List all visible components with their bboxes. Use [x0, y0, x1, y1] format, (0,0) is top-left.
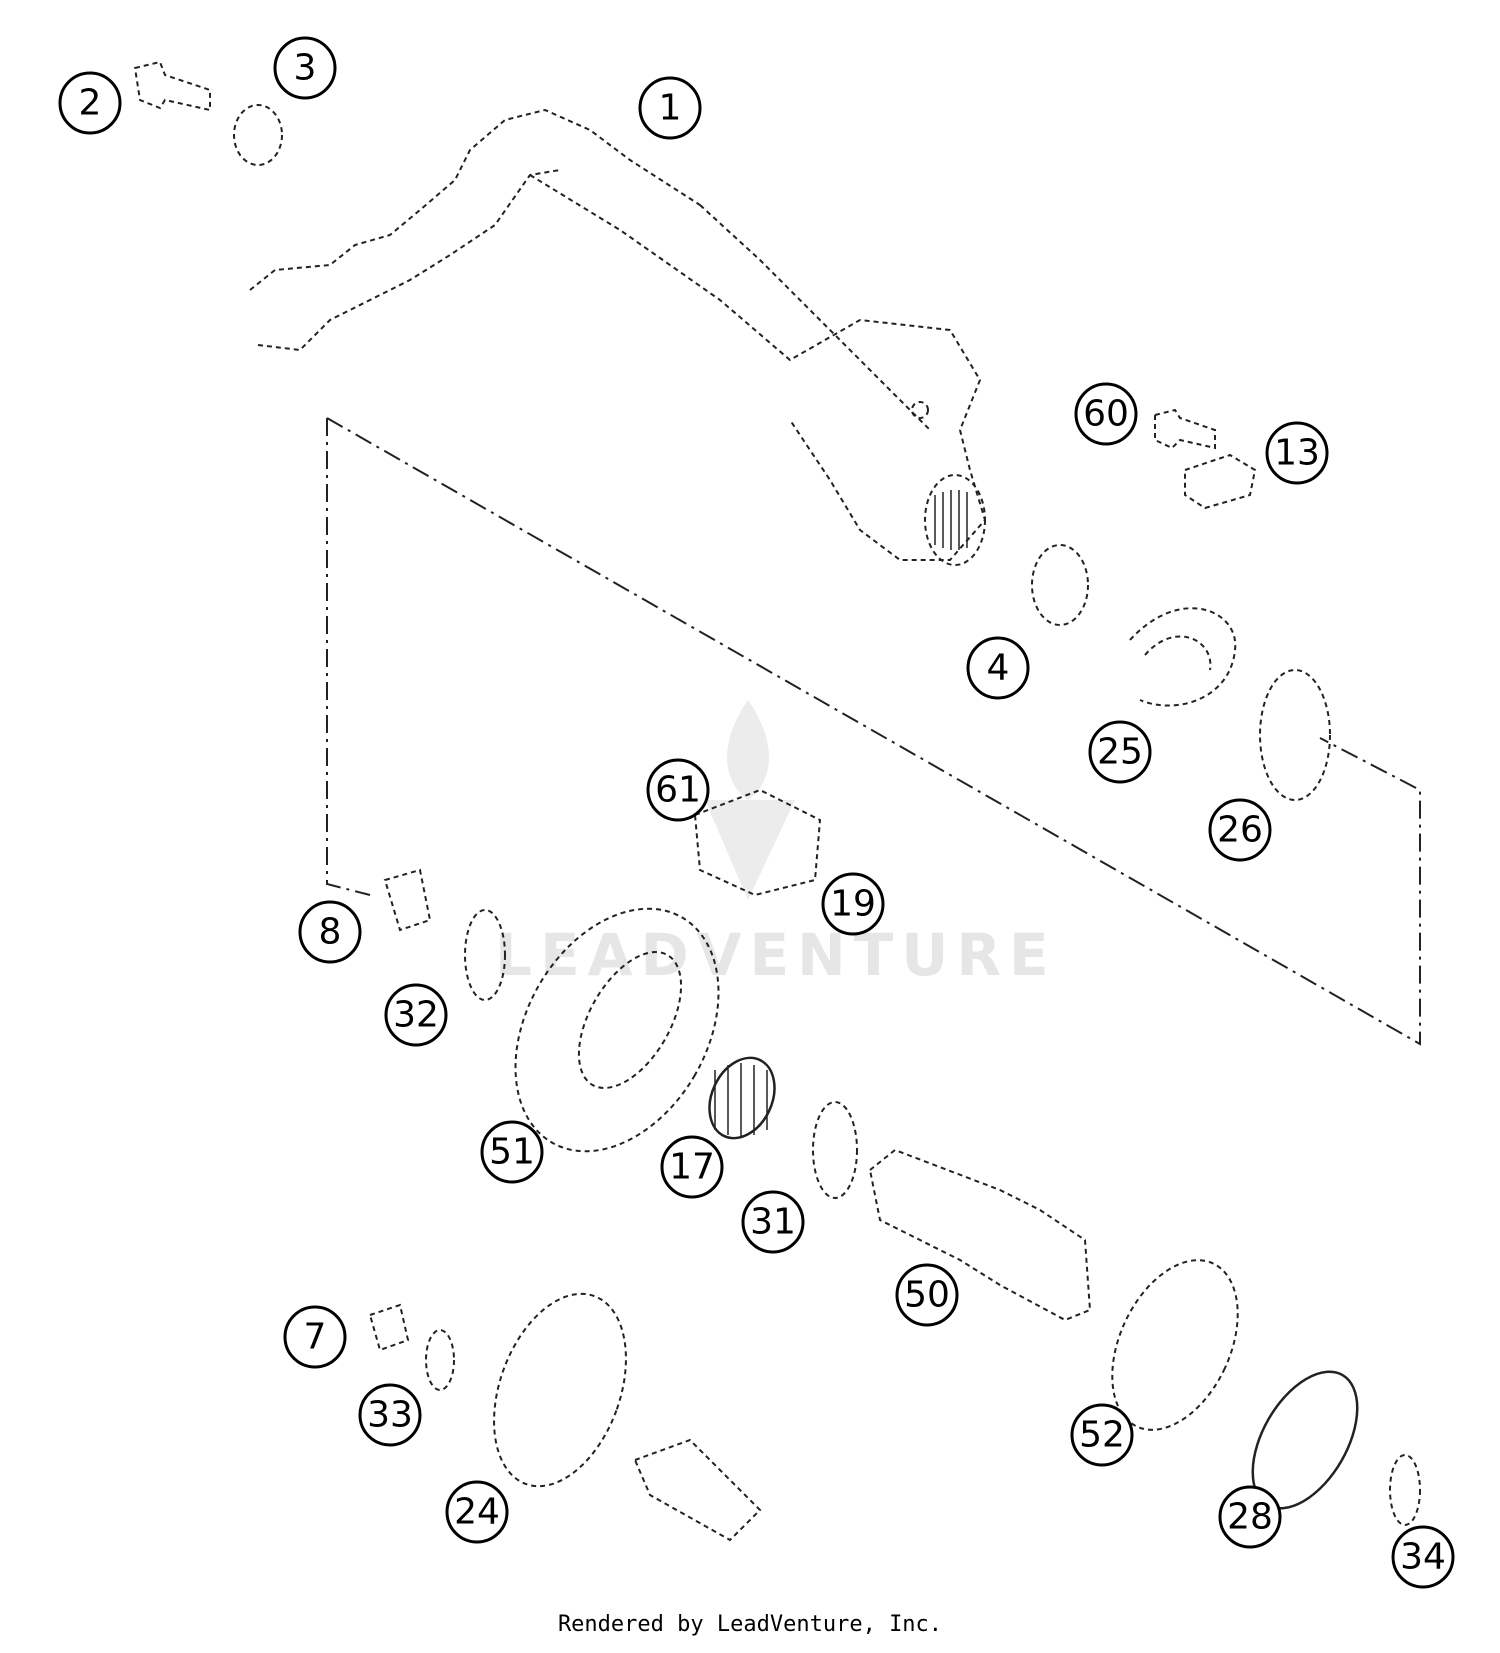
callout-26: 26 [1208, 798, 1272, 862]
part-24-bushing [633, 1438, 762, 1542]
part-31-washer [812, 1101, 858, 1199]
phantom-outline [326, 417, 1421, 1046]
svg-text:33: 33 [367, 1395, 413, 1436]
svg-text:3: 3 [294, 48, 317, 89]
callout-25: 25 [1088, 720, 1152, 784]
callout-31: 31 [741, 1190, 805, 1254]
part-17-needle-bearing [708, 1056, 776, 1140]
part-8-bush [383, 868, 432, 932]
part-24-gear [493, 1292, 627, 1488]
svg-text:61: 61 [655, 770, 701, 811]
callout-19: 19 [821, 872, 885, 936]
callout-4: 4 [966, 636, 1030, 700]
footer-credit: Rendered by LeadVenture, Inc. [557, 1612, 943, 1637]
kickstart-lever [249, 108, 987, 566]
part-61-19-ratchet [693, 788, 822, 897]
callout-50: 50 [895, 1263, 959, 1327]
part-13-sleeve [1184, 453, 1257, 510]
part-26-ring [1259, 669, 1331, 801]
part-32-washer [464, 909, 506, 1001]
part-34-washer [1389, 1454, 1421, 1526]
callout-33: 33 [358, 1383, 422, 1447]
part-33-washer [425, 1329, 455, 1391]
callout-32: 32 [384, 983, 448, 1047]
callout-28: 28 [1218, 1485, 1282, 1549]
watermark-text: LEADVENTURE [495, 921, 1057, 989]
callout-52: 52 [1070, 1403, 1134, 1467]
callout-8: 8 [298, 900, 362, 964]
svg-text:4: 4 [987, 648, 1010, 689]
svg-text:24: 24 [454, 1492, 500, 1533]
part-2-bolt [133, 60, 211, 112]
svg-text:13: 13 [1274, 433, 1320, 474]
part-25-spring [1129, 607, 1237, 707]
callout-2: 2 [58, 71, 122, 135]
svg-text:52: 52 [1079, 1415, 1125, 1456]
svg-text:51: 51 [489, 1132, 535, 1173]
svg-text:50: 50 [904, 1275, 950, 1316]
svg-text:25: 25 [1097, 732, 1143, 773]
svg-text:2: 2 [79, 83, 102, 124]
svg-text:7: 7 [304, 1317, 327, 1358]
part-51-gear [514, 907, 720, 1153]
svg-text:34: 34 [1400, 1537, 1446, 1578]
svg-text:32: 32 [393, 995, 439, 1036]
callout-7: 7 [283, 1305, 347, 1369]
part-52-gear [1111, 1259, 1239, 1431]
callout-3: 3 [273, 36, 337, 100]
svg-text:17: 17 [669, 1147, 715, 1188]
part-7-bolt [368, 1303, 410, 1352]
part-60-bolt [1154, 408, 1216, 450]
callout-1: 1 [638, 76, 702, 140]
callout-51: 51 [480, 1120, 544, 1184]
svg-text:60: 60 [1083, 394, 1129, 435]
callout-13: 13 [1265, 421, 1329, 485]
part-4-washer [1031, 544, 1089, 626]
callout-24: 24 [445, 1480, 509, 1544]
svg-text:31: 31 [750, 1202, 796, 1243]
callout-61: 61 [646, 758, 710, 822]
callout-17: 17 [660, 1135, 724, 1199]
svg-text:1: 1 [659, 88, 682, 129]
svg-text:19: 19 [830, 884, 876, 925]
leadventure-watermark: LEADVENTURE [495, 700, 1057, 989]
svg-text:8: 8 [319, 912, 342, 953]
callout-60: 60 [1074, 382, 1138, 446]
svg-text:26: 26 [1217, 810, 1263, 851]
svg-text:28: 28 [1227, 1497, 1273, 1538]
part-3-washer [233, 104, 283, 166]
callout-34: 34 [1391, 1525, 1455, 1589]
